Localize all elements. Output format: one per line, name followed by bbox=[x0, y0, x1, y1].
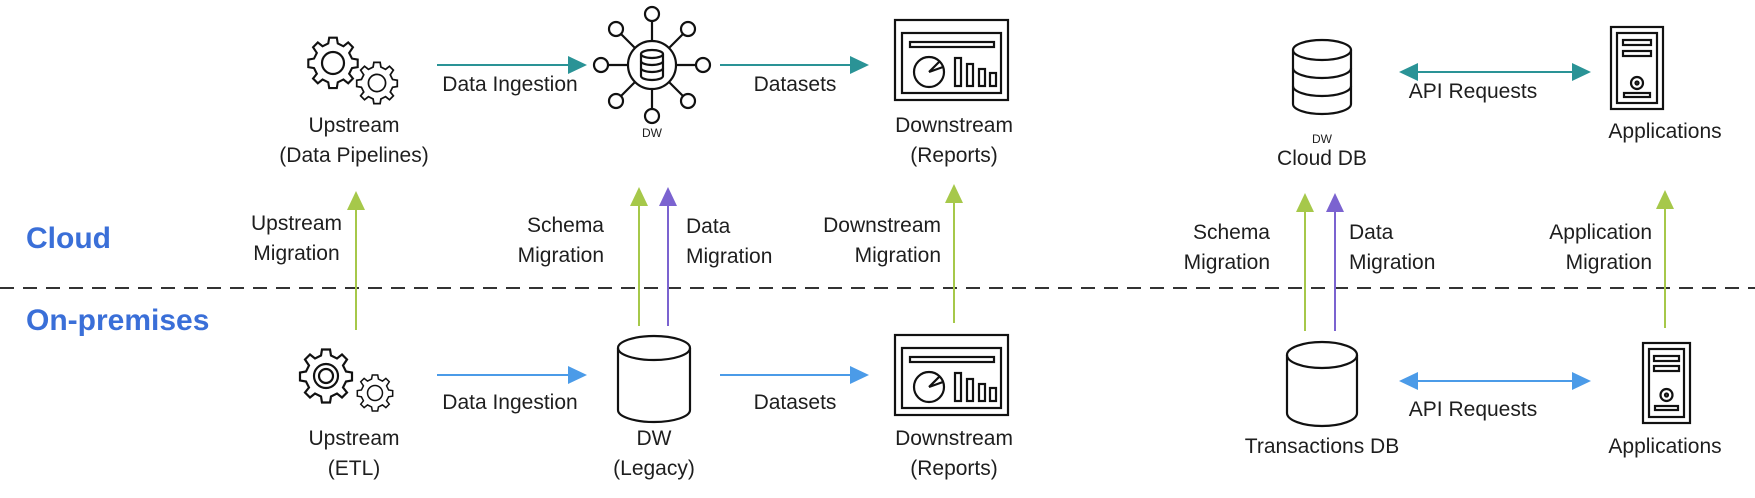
upstream-migration-line1: Upstream bbox=[250, 212, 342, 235]
cloud-db-caption: DW bbox=[1312, 132, 1332, 146]
cloud-upstream-title: Upstream bbox=[308, 114, 400, 137]
application-migration-line1: Application bbox=[1549, 221, 1652, 244]
arrow-data-migration bbox=[659, 187, 677, 326]
arrow-schema-migration bbox=[630, 187, 648, 326]
cloud-upstream-label: Upstream (Data Pipelines) bbox=[279, 111, 428, 171]
onprem-upstream-label: Upstream (ETL) bbox=[308, 424, 399, 484]
cloud-applications-label: Applications bbox=[1608, 120, 1722, 143]
dashboard-report-icon bbox=[893, 18, 1010, 102]
cylinder-db-icon bbox=[616, 334, 692, 424]
arrow-upstream-migration bbox=[347, 191, 365, 330]
schema-migration-line1: Schema bbox=[526, 214, 604, 237]
arrow-application-migration bbox=[1656, 190, 1674, 328]
db-schema-migration-label: Schema Migration bbox=[1184, 218, 1270, 278]
zone-label-cloud: Cloud bbox=[26, 222, 111, 255]
db-data-migration-line2: Migration bbox=[1349, 251, 1436, 274]
cloud-downstream-subtitle: (Reports) bbox=[910, 144, 998, 167]
schema-migration-line2: Migration bbox=[517, 244, 604, 267]
cloud-downstream-title: Downstream bbox=[895, 114, 1013, 137]
cloud-upstream-subtitle: (Data Pipelines) bbox=[279, 144, 429, 167]
transactions-db-label: Transactions DB bbox=[1244, 435, 1400, 458]
db-data-migration-line1: Data bbox=[1349, 221, 1394, 244]
arrow-cloud-datasets bbox=[720, 56, 869, 74]
application-migration-line2: Migration bbox=[1565, 251, 1652, 274]
arrow-downstream-migration bbox=[945, 184, 963, 323]
onprem-api-requests-label: API Requests bbox=[1408, 398, 1538, 421]
server-tower-icon bbox=[1609, 25, 1665, 111]
database-icon bbox=[1291, 38, 1353, 116]
db-schema-migration-line1: Schema bbox=[1192, 221, 1270, 244]
downstream-migration-line1: Downstream bbox=[823, 214, 941, 237]
cloud-db-label: Cloud DB bbox=[1277, 147, 1367, 170]
schema-migration-label: Schema Migration bbox=[518, 211, 604, 271]
onprem-downstream-subtitle: (Reports) bbox=[910, 457, 998, 480]
arrow-db-data-migration bbox=[1326, 193, 1344, 331]
db-data-migration-label: Data Migration bbox=[1349, 218, 1435, 278]
data-hub-icon bbox=[592, 5, 712, 125]
onprem-datasets-label: Datasets bbox=[753, 391, 837, 414]
db-schema-migration-line2: Migration bbox=[1183, 251, 1270, 274]
onprem-data-ingestion-label: Data Ingestion bbox=[442, 391, 578, 414]
arrow-onprem-datasets bbox=[720, 366, 869, 384]
cloud-downstream-label: Downstream (Reports) bbox=[895, 111, 1013, 171]
onprem-upstream-title: Upstream bbox=[308, 427, 400, 450]
data-migration-line2: Migration bbox=[686, 245, 773, 268]
cylinder-db-icon bbox=[1285, 340, 1359, 428]
upstream-migration-line2: Migration bbox=[253, 242, 340, 265]
cloud-data-ingestion-label: Data Ingestion bbox=[442, 73, 578, 96]
server-tower-icon bbox=[1641, 341, 1692, 425]
upstream-migration-label: Upstream Migration bbox=[251, 209, 342, 269]
downstream-migration-label: Downstream Migration bbox=[823, 211, 941, 271]
arrow-cloud-data-ingestion bbox=[437, 56, 587, 74]
application-migration-label: Application Migration bbox=[1549, 218, 1652, 278]
dashboard-report-icon bbox=[893, 333, 1010, 417]
cloud-api-requests-label: API Requests bbox=[1408, 80, 1538, 103]
onprem-dw-title: DW bbox=[636, 427, 672, 450]
onprem-dw-label: DW (Legacy) bbox=[613, 424, 695, 484]
downstream-migration-line2: Migration bbox=[854, 244, 941, 267]
onprem-downstream-title: Downstream bbox=[895, 427, 1013, 450]
arrow-db-schema-migration bbox=[1296, 193, 1314, 331]
data-migration-line1: Data bbox=[686, 215, 731, 238]
onprem-upstream-subtitle: (ETL) bbox=[327, 457, 381, 480]
arrow-onprem-api-requests bbox=[1399, 372, 1591, 390]
onprem-dw-subtitle: (Legacy) bbox=[613, 457, 695, 480]
data-migration-label: Data Migration bbox=[686, 212, 772, 272]
gears-icon bbox=[298, 348, 394, 412]
zone-label-on-premises: On-premises bbox=[26, 304, 210, 337]
onprem-applications-label: Applications bbox=[1608, 435, 1722, 458]
arrow-cloud-api-requests bbox=[1399, 63, 1591, 81]
cloud-datasets-label: Datasets bbox=[753, 73, 837, 96]
gears-icon bbox=[307, 36, 399, 105]
cloud-dw-caption: DW bbox=[642, 126, 662, 140]
arrow-onprem-data-ingestion bbox=[437, 366, 587, 384]
onprem-downstream-label: Downstream (Reports) bbox=[895, 424, 1013, 484]
